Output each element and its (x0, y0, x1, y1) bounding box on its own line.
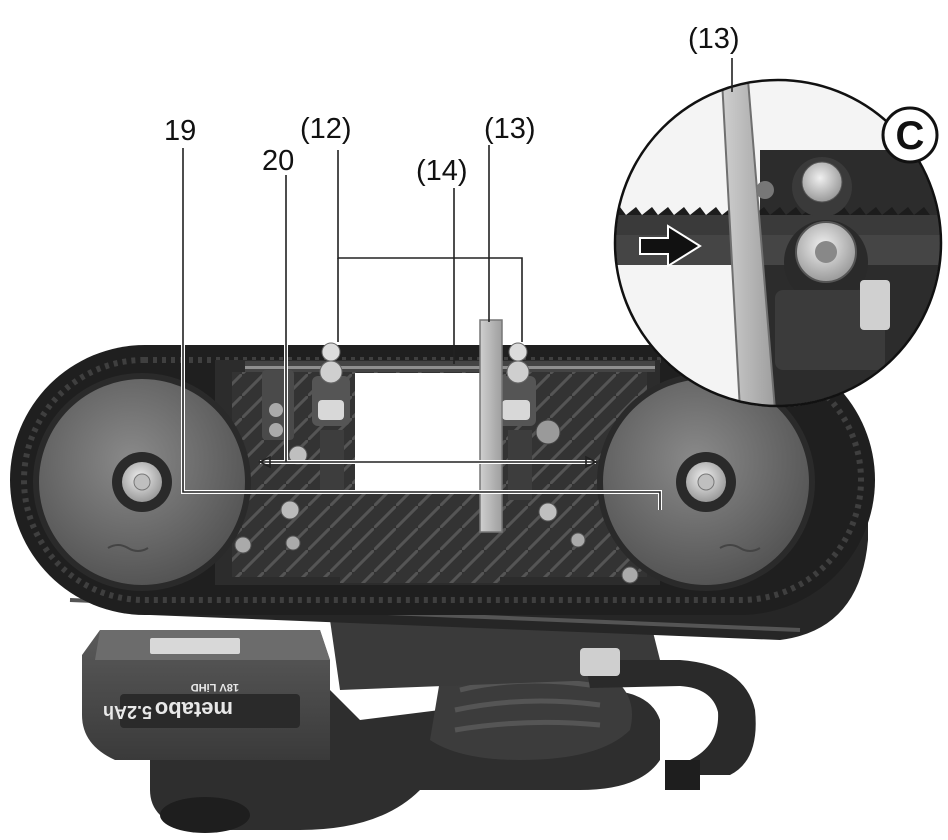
guide-plate (479, 319, 503, 533)
detail-badge: C (881, 106, 939, 164)
detail-badge-letter: C (896, 114, 925, 158)
label-20: 20 (262, 145, 294, 177)
label-14: (14) (416, 155, 468, 187)
label-12: (12) (300, 113, 352, 145)
label-13-detail: (13) (688, 23, 740, 55)
arrow-right-icon (639, 224, 702, 268)
leader-lines (181, 58, 733, 510)
label-13: (13) (484, 113, 536, 145)
right-blade-guide (496, 342, 561, 522)
right-wheel (597, 373, 815, 591)
battery-pack: metabo 5.2Ah 18V LiHD (82, 630, 330, 760)
frame-bolts (234, 500, 639, 584)
loop-handle (580, 648, 756, 790)
battery-voltage-text: 18V LiHD (191, 681, 239, 693)
battery-capacity-text: 5.2Ah (103, 702, 152, 722)
battery-brand-text: metabo (155, 697, 233, 722)
label-19: 19 (164, 115, 196, 147)
left-wheel (33, 373, 251, 591)
